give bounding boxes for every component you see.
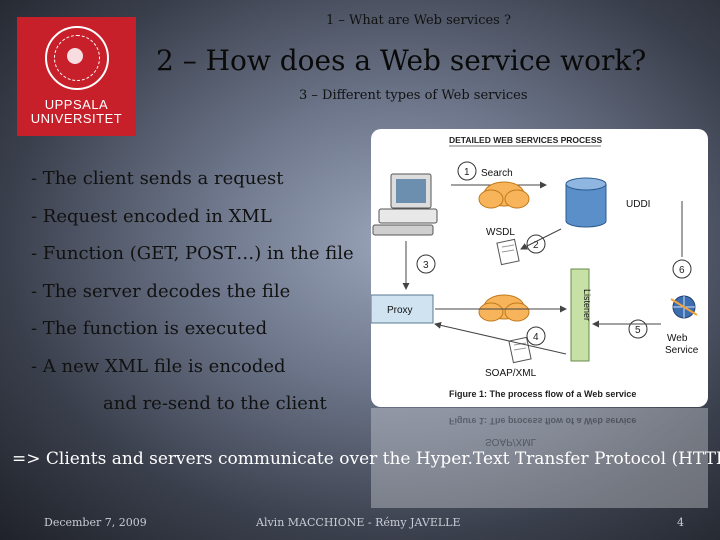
step-4-label: 4 <box>533 332 539 343</box>
client-computer-icon <box>372 173 438 236</box>
search-label: Search <box>481 168 513 179</box>
proxy-box <box>371 294 434 324</box>
web-service-icon <box>670 295 698 319</box>
conclusion-text: => Clients and servers communicate over … <box>12 449 720 469</box>
listener-box <box>570 268 590 362</box>
internet-cloud-icon <box>478 181 530 209</box>
bullet-continuation: and re-send to the client <box>103 393 327 414</box>
nav-item-3[interactable]: 3 – Different types of Web services <box>299 88 528 103</box>
step-3-badge <box>416 254 436 274</box>
page-number: 4 <box>677 516 684 529</box>
proxy-label: Proxy <box>387 305 413 316</box>
seal-icon <box>44 26 109 90</box>
bullet-item: - Function (GET, POST…) in the file <box>31 243 354 265</box>
wsdl-label: WSDL <box>486 227 515 238</box>
bullet-list: - The client sends a request - Request e… <box>31 166 354 392</box>
bullet-item: - Request encoded in XML <box>31 205 272 227</box>
step-5-label: 5 <box>635 325 641 336</box>
step-1-label: 1 <box>464 167 470 178</box>
bullet-item: - The server decodes the file <box>31 280 291 302</box>
logo-text: UPPSALA UNIVERSITET <box>31 98 122 126</box>
logo-line-2: UNIVERSITET <box>30 111 123 126</box>
listener-label: Listener <box>582 289 592 321</box>
web-label: Web <box>667 333 688 344</box>
bullet-item: - A new XML file is encoded <box>31 355 286 377</box>
diagram-svg: DETAILED WEB SERVICES PROCESS 1 Search U… <box>371 135 699 399</box>
internet-cloud-icon <box>478 294 530 322</box>
wsdl-document-icon <box>496 238 520 266</box>
footer-authors: Alvin MACCHIONE - Rémy JAVELLE <box>256 516 461 529</box>
step-1-badge <box>457 161 477 181</box>
nav-item-1[interactable]: 1 – What are Web services ? <box>326 13 511 28</box>
logo-line-1: UPPSALA <box>44 97 109 112</box>
reflection-soap: SOAP/XML <box>485 436 537 447</box>
step-6-badge <box>672 259 692 279</box>
web-service-diagram: DETAILED WEB SERVICES PROCESS 1 Search U… <box>371 129 708 407</box>
uddi-database-icon <box>565 177 607 228</box>
slide-title: 2 – How does a Web service work? <box>156 44 647 77</box>
footer-date: December 7, 2009 <box>44 516 147 529</box>
soap-document-icon <box>508 336 532 364</box>
step-3-label: 3 <box>423 260 429 271</box>
uddi-label: UDDI <box>626 199 650 210</box>
diagram-header: DETAILED WEB SERVICES PROCESS <box>449 135 603 145</box>
soap-label: SOAP/XML <box>485 368 537 379</box>
university-logo: UPPSALA UNIVERSITET <box>17 17 136 136</box>
step-2-label: 2 <box>533 240 539 251</box>
figure-caption: Figure 1: The process flow of a Web serv… <box>449 389 636 399</box>
reflection-caption: Figure 1: The process flow of a Web serv… <box>449 416 636 426</box>
service-label: Service <box>665 345 699 356</box>
step-4-badge <box>526 326 546 346</box>
bullet-item: - The client sends a request <box>31 168 284 189</box>
bullet-item: - The function is executed <box>31 318 268 340</box>
step-6-label: 6 <box>679 265 685 276</box>
